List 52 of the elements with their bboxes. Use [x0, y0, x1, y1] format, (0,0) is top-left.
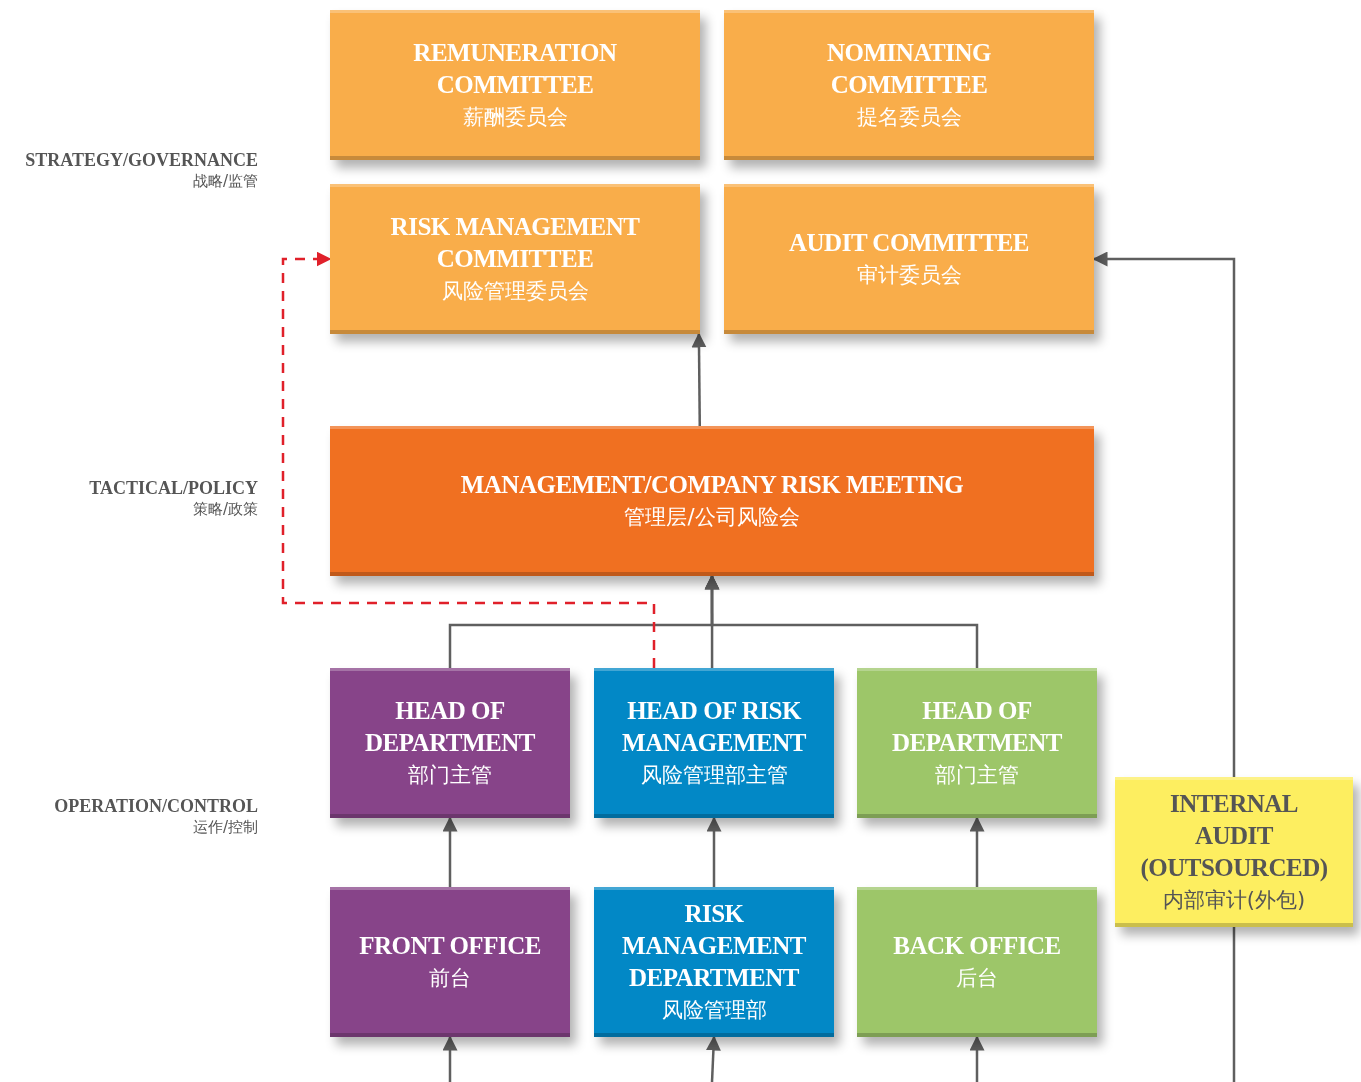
box-subtitle: 管理层/公司风险会	[624, 503, 800, 531]
box-title: RISK MANAGEMENT DEPARTMENT	[621, 898, 807, 993]
box-subtitle: 内部审计(外包)	[1162, 886, 1306, 914]
box-title: AUDIT COMMITTEE	[789, 227, 1029, 258]
department-box	[330, 668, 570, 818]
arrow	[969, 1035, 985, 1082]
meeting-box	[330, 426, 1094, 576]
tier-label: STRATEGY/GOVERNANCE	[25, 150, 258, 171]
box-subtitle: 审计委员会	[856, 261, 962, 289]
tier-sublabel: 运作/控制	[192, 818, 258, 837]
dashed-arrow	[281, 251, 656, 668]
box-subtitle: 部门主管	[408, 761, 492, 789]
office-box	[330, 887, 570, 1037]
arrow	[442, 816, 458, 887]
committee-box	[330, 10, 700, 160]
box-title: HEAD OF DEPARTMENT	[363, 695, 537, 758]
department-box	[594, 668, 834, 818]
arrow	[442, 1035, 458, 1082]
box-subtitle: 风险管理委员会	[441, 277, 589, 305]
box-subtitle: 部门主管	[935, 761, 1019, 789]
box-title: RISK MANAGEMENT COMMITTEE	[389, 211, 641, 274]
box-subtitle: 风险管理部	[661, 996, 767, 1024]
committee-box	[330, 184, 700, 334]
arrow	[705, 1035, 721, 1082]
committee-box	[724, 10, 1094, 160]
arrow	[969, 816, 985, 887]
office-box	[857, 887, 1097, 1037]
arrow	[706, 816, 722, 887]
box-title: HEAD OF DEPARTMENT	[890, 695, 1064, 758]
box-title: NOMINATING COMMITTEE	[826, 37, 992, 100]
box-subtitle: 风险管理部主管	[640, 761, 788, 789]
box-subtitle: 前台	[429, 964, 471, 992]
tier-sublabel: 策略/政策	[192, 500, 258, 519]
box-subtitle: 薪酬委员会	[462, 103, 568, 131]
box-title: FRONT OFFICE	[359, 930, 541, 961]
arrow	[691, 332, 707, 426]
tier-label: TACTICAL/POLICY	[89, 478, 258, 499]
box-title: BACK OFFICE	[893, 930, 1061, 961]
box-title: REMUNERATION COMMITTEE	[412, 37, 618, 100]
box-title: MANAGEMENT/COMPANY RISK MEETING	[460, 469, 964, 500]
box-title: HEAD OF RISK MANAGEMENT	[621, 695, 807, 758]
department-box	[857, 668, 1097, 818]
tier-label: OPERATION/CONTROL	[54, 796, 258, 817]
audit-box	[1115, 777, 1353, 927]
tier-sublabel: 战略/监管	[192, 172, 258, 191]
box-subtitle: 后台	[956, 964, 998, 992]
box-title: INTERNAL AUDIT (OUTSOURCED)	[1139, 788, 1329, 884]
box-subtitle: 提名委员会	[856, 103, 962, 131]
department-box	[594, 887, 834, 1037]
connector-line	[1232, 927, 1236, 1082]
arrow	[704, 574, 979, 668]
committee-box	[724, 184, 1094, 334]
